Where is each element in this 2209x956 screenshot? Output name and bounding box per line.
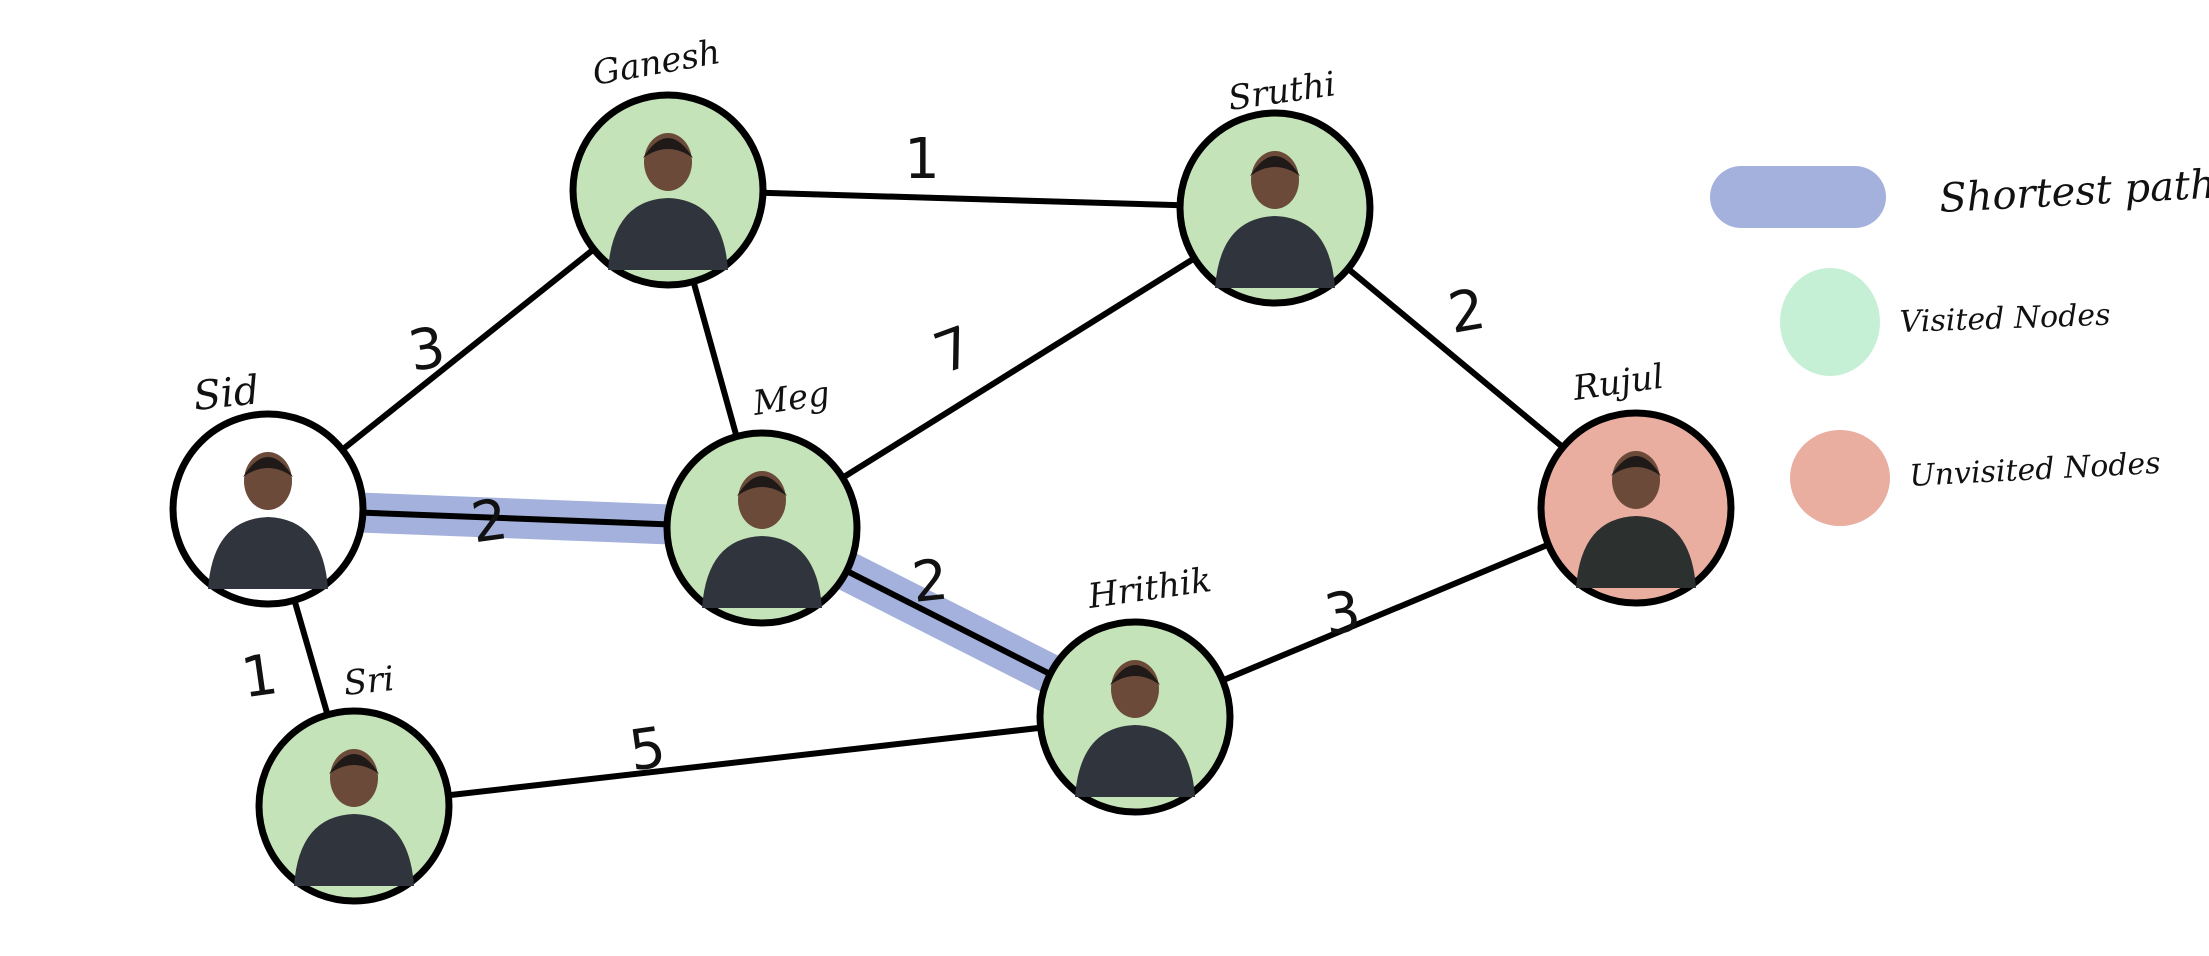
- legend-unvisited-swatch: [1790, 430, 1890, 526]
- node-rujul: Rujul: [1537, 357, 1735, 607]
- legend-visited-label: Visited Nodes: [1899, 298, 2111, 340]
- edge-weight-meg-sruthi: 7: [926, 314, 982, 387]
- edge-weight-sid-sri: 1: [237, 642, 281, 711]
- edge-weight-meg-hrithik: 2: [909, 547, 951, 615]
- person-photo-icon: [208, 452, 328, 589]
- node-label-meg: Meg: [750, 374, 833, 424]
- node-label-rujul: Rujul: [1570, 357, 1666, 409]
- node-sid: Sid: [169, 367, 367, 608]
- edge-ganesh-sruthi: [667, 187, 1276, 211]
- legend: Shortest path Visited Nodes Unvisited No…: [1710, 162, 2209, 526]
- legend-unvisited-label: Unvisited Nodes: [1909, 446, 2162, 494]
- node-label-sruthi: Sruthi: [1226, 64, 1338, 119]
- node-label-hrithik: Hrithik: [1085, 560, 1214, 617]
- edge-meg-sruthi: [760, 205, 1277, 531]
- node-label-sri: Sri: [342, 659, 396, 704]
- legend-visited-swatch: [1780, 268, 1880, 376]
- weight-layer: 1 3 7 2 2 2 3 1 5: [237, 127, 1490, 784]
- edge-weight-ganesh-sruthi: 1: [904, 127, 940, 192]
- edge-sri-hrithik: [353, 714, 1136, 809]
- node-sruthi: Sruthi: [1176, 64, 1374, 307]
- person-photo-icon: [294, 749, 414, 886]
- edge-weight-hrithik-rujul: 3: [1320, 579, 1364, 648]
- person-photo-icon: [1215, 151, 1335, 288]
- edge-weight-sid-meg: 2: [467, 487, 511, 556]
- edge-weight-sri-hrithik: 5: [625, 715, 669, 784]
- person-photo-icon: [608, 133, 728, 270]
- legend-shortest-path-swatch: [1710, 166, 1886, 228]
- person-photo-icon: [702, 471, 822, 608]
- person-photo-icon: [1576, 451, 1696, 588]
- legend-shortest-path-label: Shortest path: [1938, 162, 2209, 222]
- node-ganesh: Ganesh: [569, 32, 767, 289]
- node-hrithik: Hrithik: [1036, 560, 1234, 816]
- node-label-sid: Sid: [191, 367, 261, 420]
- node-label-ganesh: Ganesh: [590, 32, 724, 94]
- edge-weight-sruthi-rujul: 2: [1444, 277, 1490, 347]
- node-sri: Sri: [255, 659, 453, 905]
- person-photo-icon: [1075, 660, 1195, 797]
- node-meg: Meg: [663, 374, 861, 627]
- edge-weight-sid-ganesh: 3: [404, 315, 450, 385]
